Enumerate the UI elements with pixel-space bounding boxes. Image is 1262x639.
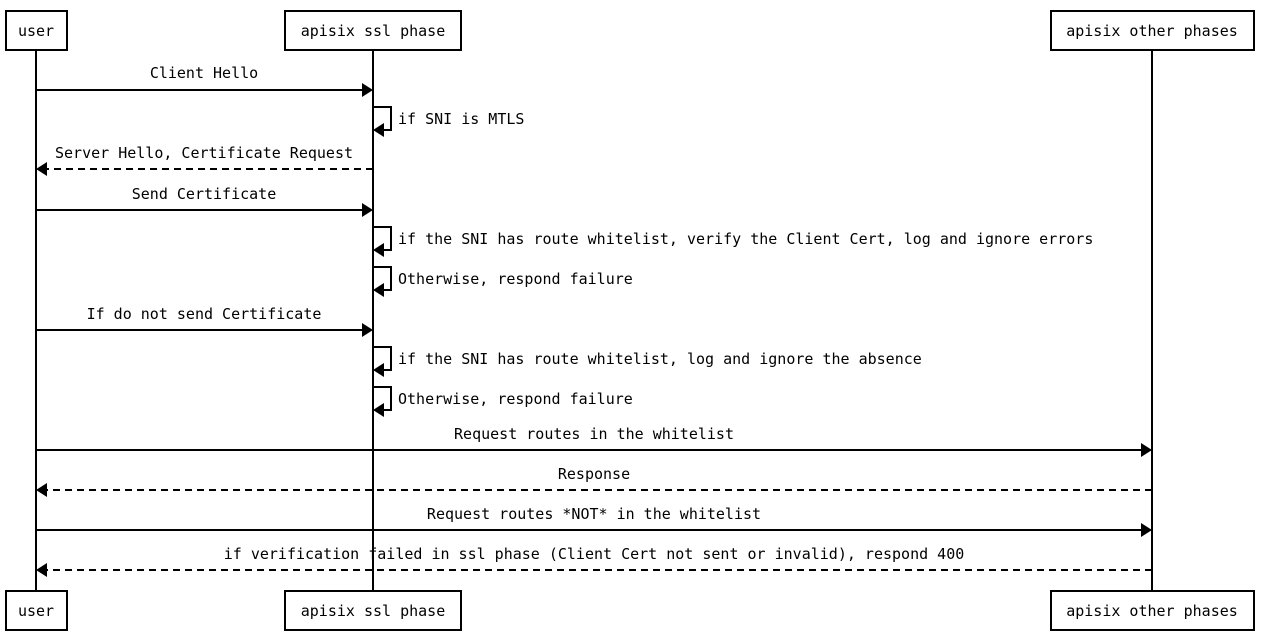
message-label-m3: Send Certificate — [132, 185, 277, 203]
actor-label: user — [18, 602, 54, 620]
actor-box[interactable] — [284, 10, 462, 51]
message-label-s3: Otherwise, respond failure — [398, 270, 633, 288]
actor-user-bottom[interactable]: user — [5, 590, 68, 631]
actor-box[interactable] — [5, 590, 68, 631]
messages-group — [36, 83, 1152, 577]
actor-box[interactable] — [1050, 10, 1255, 51]
actor-label: apisix ssl phase — [301, 22, 446, 40]
actor-label: apisix other phases — [1066, 22, 1238, 40]
message-m3 — [36, 203, 373, 217]
actor-box[interactable] — [5, 10, 68, 51]
message-label-m4: If do not send Certificate — [87, 305, 322, 323]
actor-label: user — [18, 22, 54, 40]
message-s4 — [373, 346, 392, 377]
arrowhead — [36, 483, 47, 497]
actor-label: apisix ssl phase — [301, 602, 446, 620]
lifelines-group — [35, 50, 1153, 591]
actor-label: apisix other phases — [1066, 602, 1238, 620]
message-m5 — [36, 443, 1152, 457]
arrowhead — [36, 162, 47, 176]
arrowhead — [362, 203, 373, 217]
message-m8 — [36, 563, 1152, 577]
arrowhead — [362, 83, 373, 97]
actor-boxes-group: user user apisix ssl phase apisix ssl phase… — [5, 10, 1255, 631]
message-label-m6: Response — [558, 465, 630, 483]
message-label-m2: Server Hello, Certificate Request — [55, 144, 353, 162]
message-label-s5: Otherwise, respond failure — [398, 390, 633, 408]
message-label-s2: if the SNI has route whitelist, verify t… — [398, 230, 1093, 248]
actor-box[interactable] — [1050, 590, 1255, 631]
arrowhead — [36, 563, 47, 577]
actor-user-top[interactable]: user — [5, 10, 68, 51]
message-labels-group: Client Hello if SNI is MTLS Server Hello, … — [55, 64, 1093, 563]
arrowhead — [362, 323, 373, 337]
actor-ssl_phase-top[interactable]: apisix ssl phase — [284, 10, 462, 51]
self-message-path — [373, 106, 392, 131]
message-s1 — [373, 106, 392, 137]
self-message-path — [373, 226, 392, 251]
message-s3 — [373, 266, 392, 297]
message-label-s4: if the SNI has route whitelist, log and … — [398, 350, 922, 368]
message-m1 — [36, 83, 373, 97]
arrowhead — [373, 123, 384, 137]
message-m2 — [36, 162, 373, 176]
arrowhead — [373, 363, 384, 377]
arrowhead — [373, 403, 384, 417]
message-m7 — [36, 523, 1152, 537]
arrowhead — [373, 283, 384, 297]
arrowhead — [1141, 443, 1152, 457]
message-label-m5: Request routes in the whitelist — [454, 425, 734, 443]
self-message-path — [373, 386, 392, 411]
self-message-path — [373, 266, 392, 291]
message-m6 — [36, 483, 1152, 497]
message-s2 — [373, 226, 392, 257]
actor-ssl_phase-bottom[interactable]: apisix ssl phase — [284, 590, 462, 631]
message-label-m7: Request routes *NOT* in the whitelist — [427, 505, 761, 523]
message-label-s1: if SNI is MTLS — [398, 110, 524, 128]
actor-other_phases-bottom[interactable]: apisix other phases — [1050, 590, 1255, 631]
actor-other_phases-top[interactable]: apisix other phases — [1050, 10, 1255, 51]
arrowhead — [1141, 523, 1152, 537]
message-s5 — [373, 386, 392, 417]
message-label-m8: if verification failed in ssl phase (Cli… — [224, 545, 965, 563]
arrowhead — [373, 243, 384, 257]
message-label-m1: Client Hello — [150, 64, 258, 82]
message-m4 — [36, 323, 373, 337]
actor-box[interactable] — [284, 590, 462, 631]
self-message-path — [373, 346, 392, 371]
